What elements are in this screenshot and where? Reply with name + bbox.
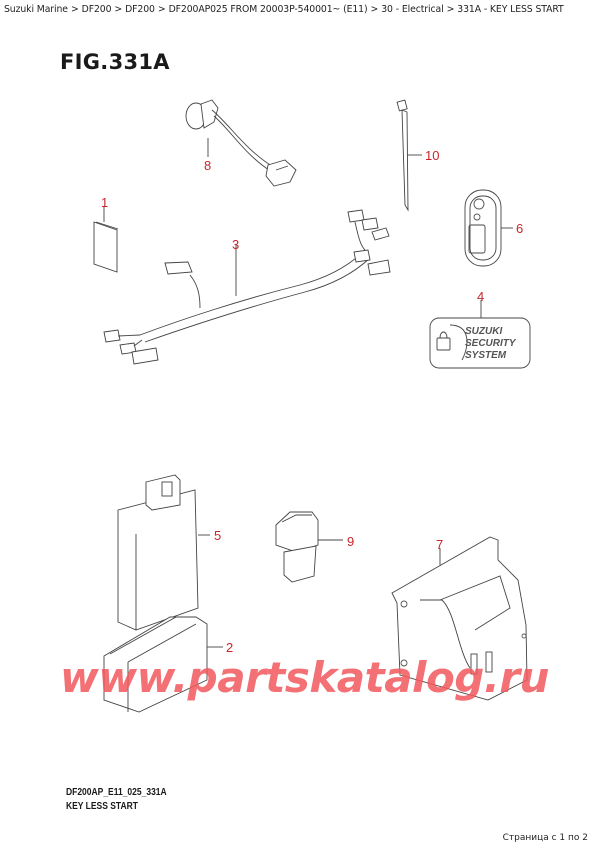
callout-1[interactable]: 1: [101, 195, 109, 210]
figure-name: KEY LESS START: [66, 801, 138, 812]
callout-5[interactable]: 5: [214, 528, 222, 543]
callout-6[interactable]: 6: [516, 221, 524, 236]
callout-8[interactable]: 8: [204, 158, 212, 173]
part-6-key-fob[interactable]: [464, 189, 513, 267]
breadcrumb-current: 331A - KEY LESS START: [457, 4, 564, 15]
figure-title: FIG.331A: [60, 50, 170, 74]
callout-9[interactable]: 9: [347, 534, 355, 549]
part-3-wiring-harness[interactable]: [103, 209, 391, 365]
breadcrumb-item[interactable]: Suzuki Marine: [4, 4, 68, 15]
figure-code: DF200AP_E11_025_331A: [66, 787, 167, 798]
breadcrumb-item[interactable]: 30 - Electrical: [381, 4, 444, 15]
part-5-control-module[interactable]: [117, 474, 210, 631]
part-7-bracket[interactable]: [391, 536, 528, 701]
part-8-antenna-sensor[interactable]: [185, 99, 297, 187]
callout-2[interactable]: 2: [226, 640, 234, 655]
label-line-3: SYSTEM: [465, 350, 507, 361]
part-9-push-switch[interactable]: [275, 511, 343, 583]
callout-3[interactable]: 3: [232, 237, 240, 252]
part-4-security-label[interactable]: SUZUKI SECURITY SYSTEM: [429, 300, 531, 369]
breadcrumb-item[interactable]: DF200AP025 FROM 20003P-540001~ (E11): [168, 4, 368, 15]
callout-4[interactable]: 4: [477, 289, 485, 304]
breadcrumb-item[interactable]: DF200: [125, 4, 155, 15]
part-2-holder-case[interactable]: [103, 616, 223, 713]
pagination-info: Страница с 1 по 2: [502, 833, 588, 843]
breadcrumb: Suzuki Marine>DF200>DF200>DF200AP025 FRO…: [4, 4, 564, 15]
callout-7[interactable]: 7: [436, 537, 444, 552]
watermark: www.partskatalog.ru: [60, 653, 549, 702]
label-line-1: SUZUKI: [465, 326, 502, 337]
callout-10[interactable]: 10: [425, 148, 440, 163]
breadcrumb-item[interactable]: DF200: [81, 4, 112, 15]
part-10-cable-tie[interactable]: [396, 99, 422, 212]
part-1-card[interactable]: [93, 207, 119, 273]
label-line-2: SECURITY: [465, 338, 517, 349]
